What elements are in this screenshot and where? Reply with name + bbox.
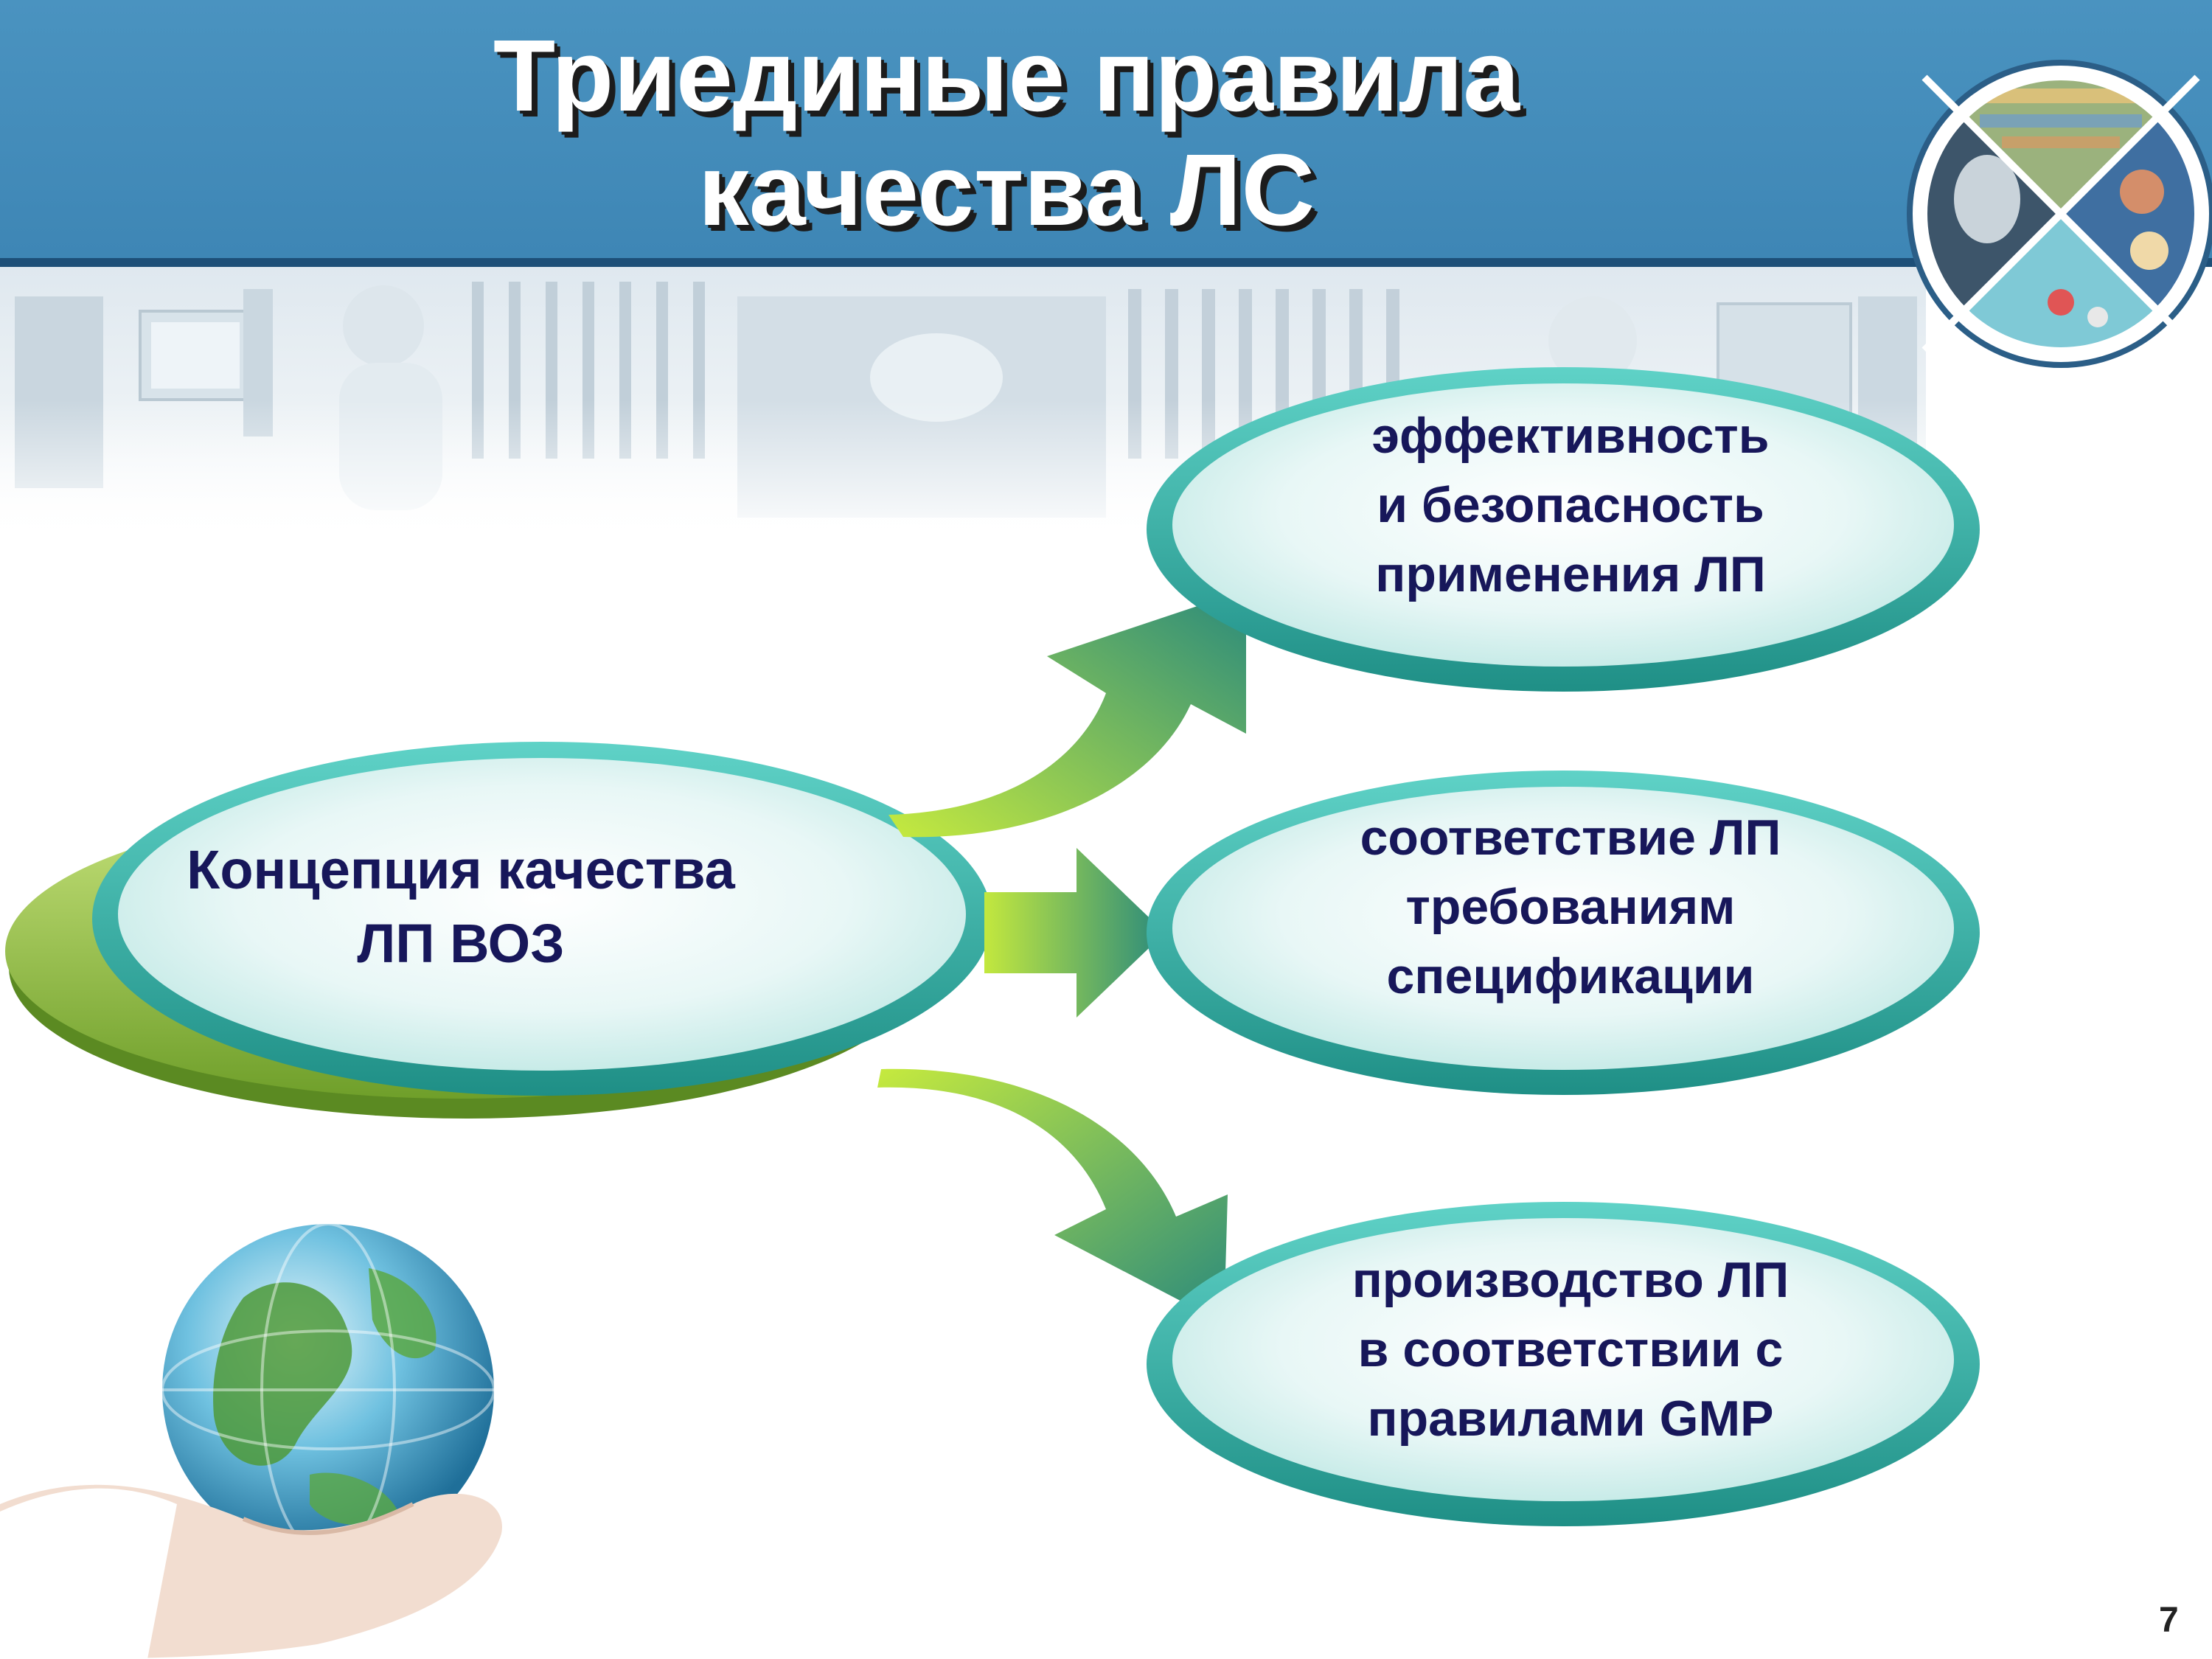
- pharmacy-photo-logo: [1907, 60, 2212, 368]
- branch-node-3: [1147, 1202, 1980, 1526]
- arrow-right-icon: [984, 848, 1165, 1018]
- arrow-down-icon: [877, 1068, 1228, 1324]
- branch-node-2: [1147, 771, 1980, 1095]
- header-bar: Триединые правила качества ЛС: [0, 0, 2212, 267]
- arrow-up-icon: [888, 590, 1246, 838]
- branch-label-1: эффективность и безопасность применения …: [1371, 408, 1770, 602]
- slide-title: Триединые правила качества ЛС: [493, 19, 1520, 247]
- center-node-label: Концепция качества ЛП ВОЗ: [187, 839, 735, 974]
- globe-in-hands-image: [0, 1222, 502, 1659]
- branch-node-1: [1147, 367, 1980, 692]
- center-node: [5, 742, 992, 1119]
- page-number: 7: [2159, 1601, 2179, 1640]
- branch-label-2: соответствие ЛП требованиям спецификации: [1360, 810, 1781, 1004]
- branch-label-3: производство ЛП в соответствии с правила…: [1352, 1252, 1790, 1447]
